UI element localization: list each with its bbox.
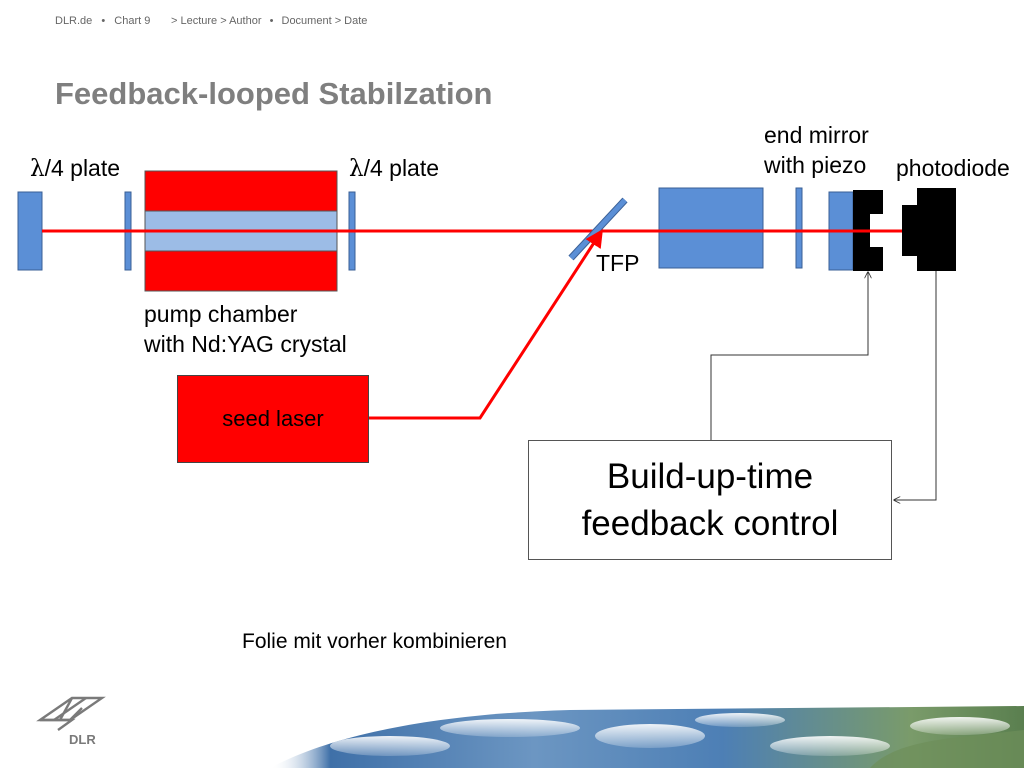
header-breadcrumb: > Lecture > Author • Document > Date [171, 15, 367, 27]
header-chart: Chart 9 [114, 15, 151, 27]
end-mirror-line2: with piezo [764, 152, 867, 178]
end-mirror-line1: end mirror [764, 122, 869, 148]
pockels-cell [658, 187, 764, 269]
lambda-symbol-left: λ [30, 156, 45, 182]
earth-banner-image [270, 706, 1024, 768]
breadcrumb-document-date: Document > Date [281, 15, 368, 27]
label-photodiode: photodiode [896, 155, 1010, 181]
lambda-symbol-right: λ [349, 156, 364, 182]
label-pump-chamber: pump chamber with Nd:YAG crystal [144, 299, 347, 359]
label-end-mirror: end mirror with piezo [764, 120, 869, 180]
plate-right-text: /4 plate [363, 155, 440, 181]
feedback-line-photodiode [894, 271, 937, 500]
feedback-line-piezo [710, 272, 868, 440]
seed-laser-label: seed laser [222, 406, 324, 431]
breadcrumb-bullet: • [269, 15, 274, 27]
controller-line1: Build-up-time [606, 457, 814, 496]
pump-line1: pump chamber [144, 301, 298, 327]
seed-laser-box: seed laser [177, 375, 369, 463]
pump-chamber-bottom [144, 250, 338, 292]
thin-optic [795, 187, 803, 269]
label-tfp: TFP [596, 250, 640, 276]
controller-line2: feedback control [581, 504, 839, 543]
label-quarter-wave-plate-left: λ/4 plate [30, 153, 120, 184]
header-site[interactable]: DLR.de [55, 15, 93, 27]
page-title: Feedback-looped Stabilzation [55, 76, 493, 111]
photodiode-detector [902, 188, 956, 271]
breadcrumb-lecture-author: > Lecture > Author [171, 15, 262, 27]
plate-left-text: /4 plate [44, 155, 121, 181]
label-quarter-wave-plate-right: λ/4 plate [349, 153, 439, 184]
pump-chamber-top [144, 170, 338, 212]
seed-beam [369, 228, 603, 420]
slide-note: Folie mit vorher kombinieren [242, 630, 507, 653]
feedback-control-box: Build-up-time feedback control [528, 440, 892, 560]
dlr-logo-text: DLR [69, 732, 96, 747]
pump-line2: with Nd:YAG crystal [144, 331, 347, 357]
back-mirror [17, 191, 43, 271]
header-bar: DLR.de • Chart 9 [55, 15, 150, 27]
header-bullet: • [101, 15, 106, 27]
dlr-logo: DLR [36, 696, 106, 747]
